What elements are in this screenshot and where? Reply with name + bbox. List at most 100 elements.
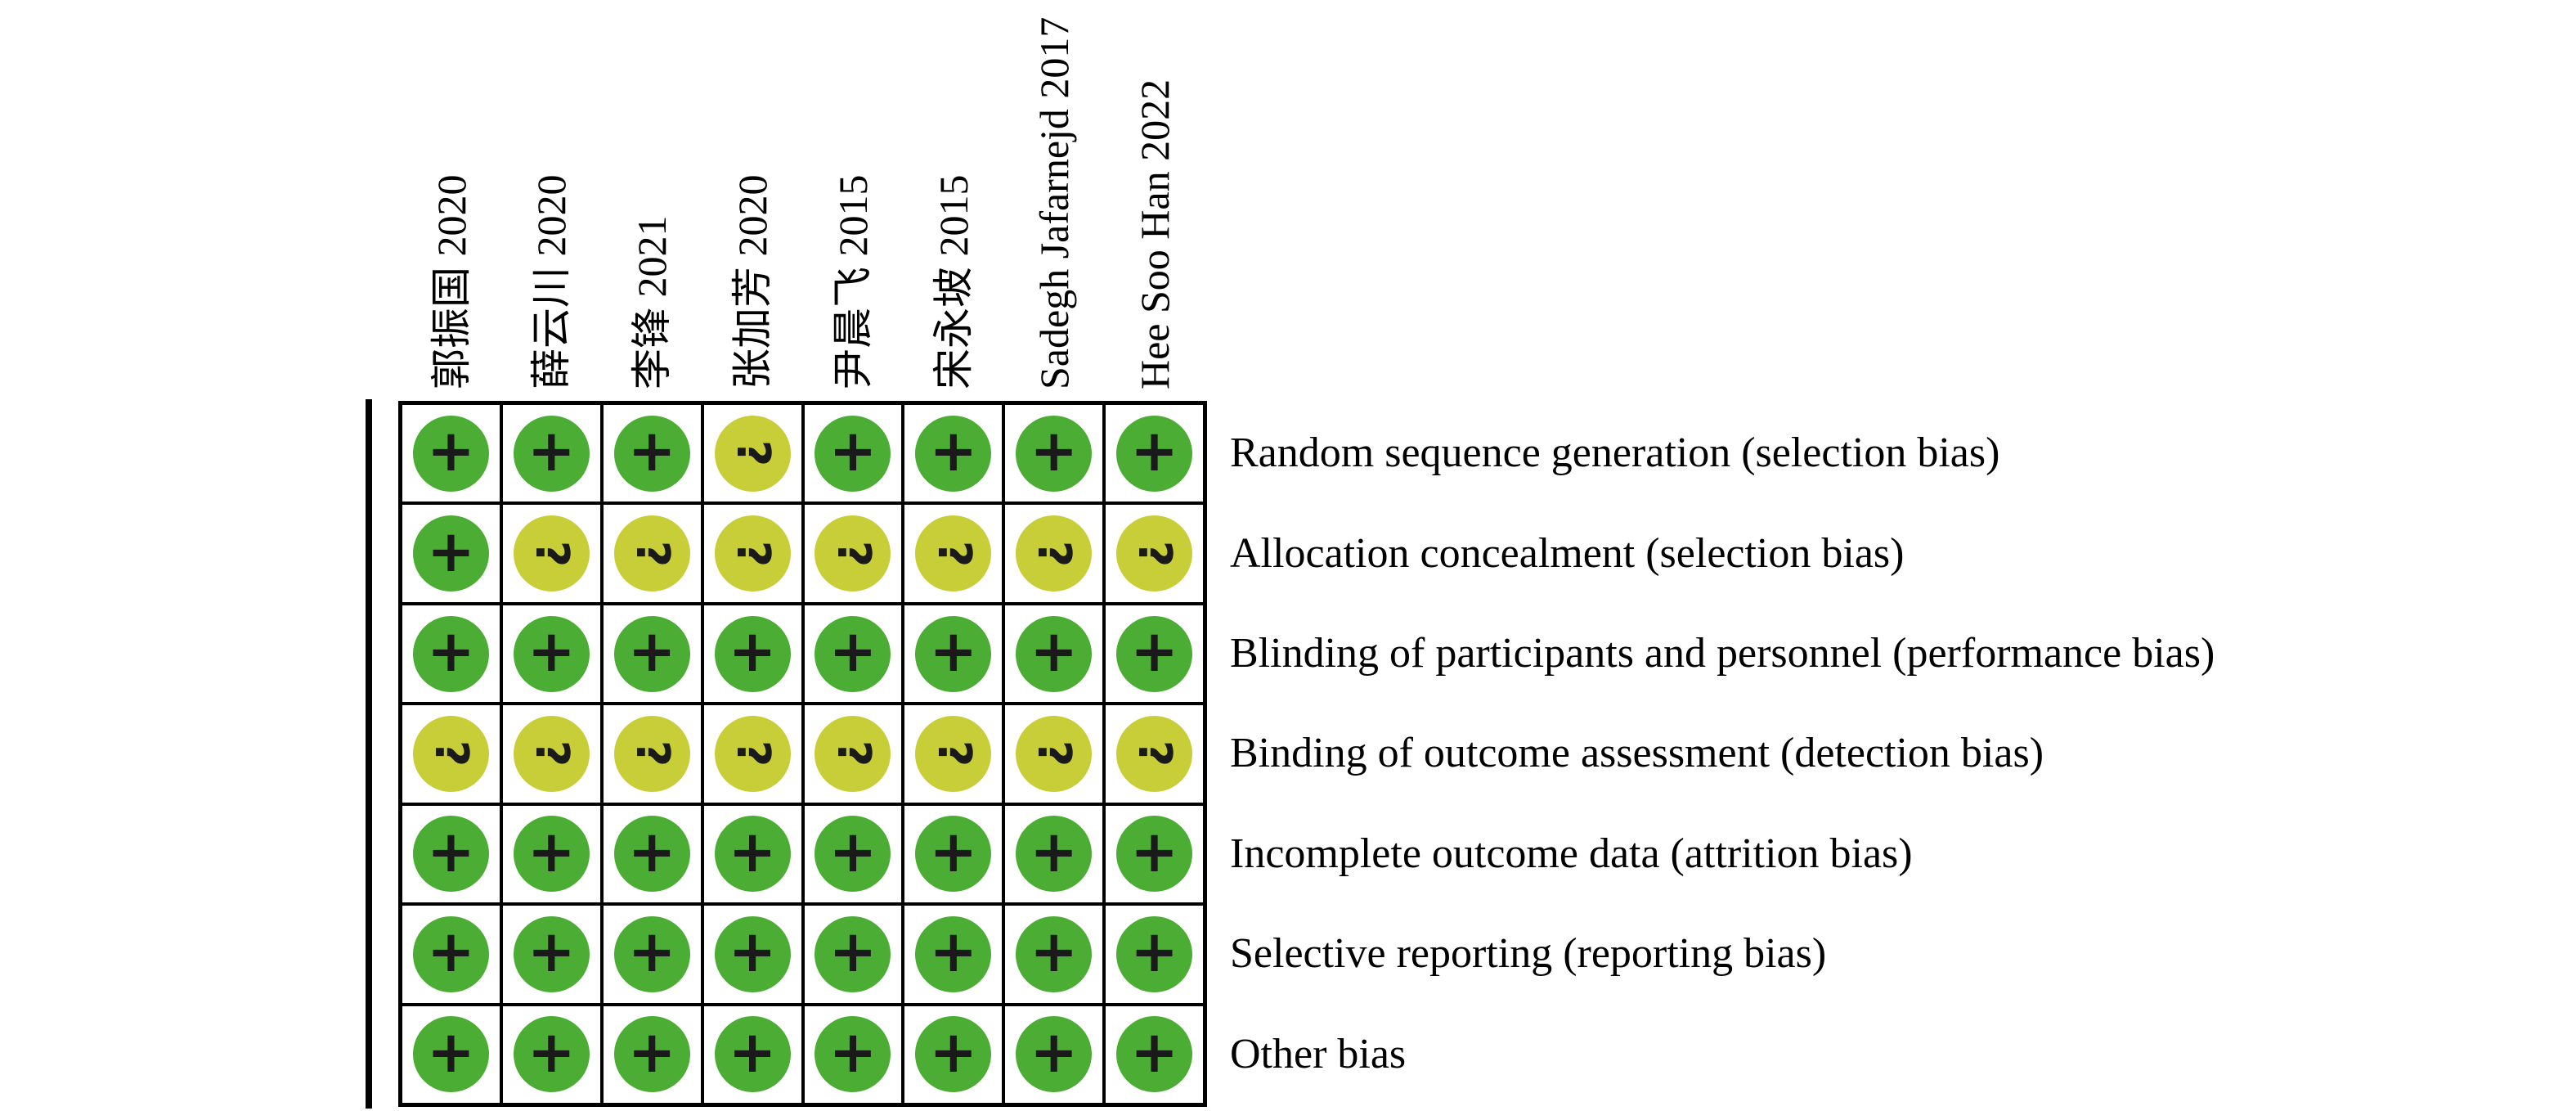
low-risk-circle: + bbox=[1016, 816, 1093, 893]
plus-symbol: + bbox=[828, 618, 877, 686]
bias-cell: + bbox=[402, 605, 500, 703]
column-header-study: 李锋 2021 bbox=[629, 215, 675, 390]
bias-cell: ? bbox=[703, 505, 801, 602]
bias-cell: + bbox=[603, 1005, 701, 1103]
low-risk-circle: + bbox=[613, 915, 690, 992]
column-header-study: Sadegh Jafarnejd 2017 bbox=[1030, 16, 1077, 389]
question-symbol: ? bbox=[424, 740, 478, 767]
row-label-domain: Allocation concealment (selection bias) bbox=[1230, 529, 1905, 577]
plus-symbol: + bbox=[828, 417, 877, 485]
question-symbol: ? bbox=[1128, 540, 1182, 567]
plus-symbol: + bbox=[828, 817, 877, 885]
bias-cell: + bbox=[804, 605, 902, 703]
bias-cell: + bbox=[603, 805, 701, 903]
bias-cell: + bbox=[603, 906, 701, 1003]
bias-cell: + bbox=[904, 1005, 1003, 1103]
low-risk-circle: + bbox=[815, 915, 891, 992]
bias-cell: + bbox=[1106, 605, 1203, 703]
column-header-study: 尹晨飞 2015 bbox=[829, 174, 876, 390]
low-risk-circle: + bbox=[1016, 915, 1093, 992]
question-symbol: ? bbox=[826, 540, 880, 567]
row-label-domain: Random sequence generation (selection bi… bbox=[1230, 430, 2000, 477]
row-label-domain: Other bias bbox=[1230, 1030, 1407, 1077]
unclear-risk-circle: ? bbox=[815, 515, 891, 592]
bias-cell: + bbox=[804, 405, 902, 502]
low-risk-circle: + bbox=[613, 1016, 690, 1093]
low-risk-circle: + bbox=[513, 1016, 590, 1093]
unclear-risk-circle: ? bbox=[815, 715, 891, 792]
bias-cell: + bbox=[1005, 805, 1103, 903]
question-symbol: ? bbox=[726, 439, 780, 467]
plus-symbol: + bbox=[1130, 918, 1178, 986]
bias-cell: + bbox=[1005, 906, 1103, 1003]
bias-cell: + bbox=[1106, 906, 1203, 1003]
plus-symbol: + bbox=[929, 817, 978, 885]
plus-symbol: + bbox=[828, 1018, 877, 1086]
plus-symbol: + bbox=[427, 918, 475, 986]
plus-symbol: + bbox=[828, 918, 877, 986]
question-symbol: ? bbox=[1128, 740, 1182, 767]
plus-symbol: + bbox=[1030, 1018, 1079, 1086]
bias-cell: ? bbox=[502, 505, 600, 602]
unclear-risk-circle: ? bbox=[613, 715, 690, 792]
unclear-risk-circle: ? bbox=[714, 415, 791, 492]
question-symbol: ? bbox=[626, 740, 680, 767]
question-symbol: ? bbox=[726, 540, 780, 567]
plus-symbol: + bbox=[929, 918, 978, 986]
low-risk-circle: + bbox=[714, 1016, 791, 1093]
plus-symbol: + bbox=[627, 918, 676, 986]
low-risk-circle: + bbox=[412, 1016, 489, 1093]
bias-cell: ? bbox=[402, 705, 500, 803]
low-risk-circle: + bbox=[1016, 415, 1093, 492]
low-risk-circle: + bbox=[1016, 615, 1093, 692]
bias-cell: + bbox=[904, 605, 1003, 703]
unclear-risk-circle: ? bbox=[1116, 515, 1193, 592]
unclear-risk-circle: ? bbox=[1016, 515, 1093, 592]
plus-symbol: + bbox=[527, 417, 576, 485]
low-risk-circle: + bbox=[1116, 1016, 1193, 1093]
question-symbol: ? bbox=[1027, 740, 1081, 767]
bias-cell: + bbox=[1005, 1005, 1103, 1103]
plus-symbol: + bbox=[527, 817, 576, 885]
bias-cell: + bbox=[904, 805, 1003, 903]
plus-symbol: + bbox=[929, 417, 978, 485]
bias-cell: ? bbox=[603, 505, 701, 602]
plus-symbol: + bbox=[1130, 417, 1178, 485]
low-risk-circle: + bbox=[714, 615, 791, 692]
row-label-domain: Blinding of participants and personnel (… bbox=[1230, 630, 2215, 677]
bias-cell: + bbox=[703, 906, 801, 1003]
bias-cell: + bbox=[1005, 405, 1103, 502]
plus-symbol: + bbox=[728, 918, 777, 986]
plus-symbol: + bbox=[427, 1018, 475, 1086]
bias-cell: + bbox=[1005, 605, 1103, 703]
bias-cell: + bbox=[502, 405, 600, 502]
plus-symbol: + bbox=[1030, 618, 1079, 686]
question-symbol: ? bbox=[626, 540, 680, 567]
unclear-risk-circle: ? bbox=[714, 715, 791, 792]
unclear-risk-circle: ? bbox=[412, 715, 489, 792]
low-risk-circle: + bbox=[513, 615, 590, 692]
question-symbol: ? bbox=[525, 540, 579, 567]
bias-cell: + bbox=[402, 1005, 500, 1103]
bias-cell: ? bbox=[603, 705, 701, 803]
low-risk-circle: + bbox=[1116, 915, 1193, 992]
row-label-domain: Binding of outcome assessment (detection… bbox=[1230, 730, 2044, 777]
low-risk-circle: + bbox=[714, 816, 791, 893]
question-symbol: ? bbox=[826, 740, 880, 767]
bias-cell: + bbox=[804, 1005, 902, 1103]
plus-symbol: + bbox=[427, 517, 475, 585]
plus-symbol: + bbox=[627, 417, 676, 485]
low-risk-circle: + bbox=[412, 915, 489, 992]
bias-cell: + bbox=[402, 906, 500, 1003]
low-risk-circle: + bbox=[513, 415, 590, 492]
bias-cell: ? bbox=[703, 705, 801, 803]
bias-cell: + bbox=[904, 405, 1003, 502]
bias-cell: ? bbox=[1005, 505, 1103, 602]
bias-cell: + bbox=[1106, 1005, 1203, 1103]
low-risk-circle: + bbox=[815, 816, 891, 893]
plus-symbol: + bbox=[427, 618, 475, 686]
unclear-risk-circle: ? bbox=[915, 515, 992, 592]
low-risk-circle: + bbox=[1016, 1016, 1093, 1093]
plus-symbol: + bbox=[929, 1018, 978, 1086]
bias-cell: + bbox=[904, 906, 1003, 1003]
